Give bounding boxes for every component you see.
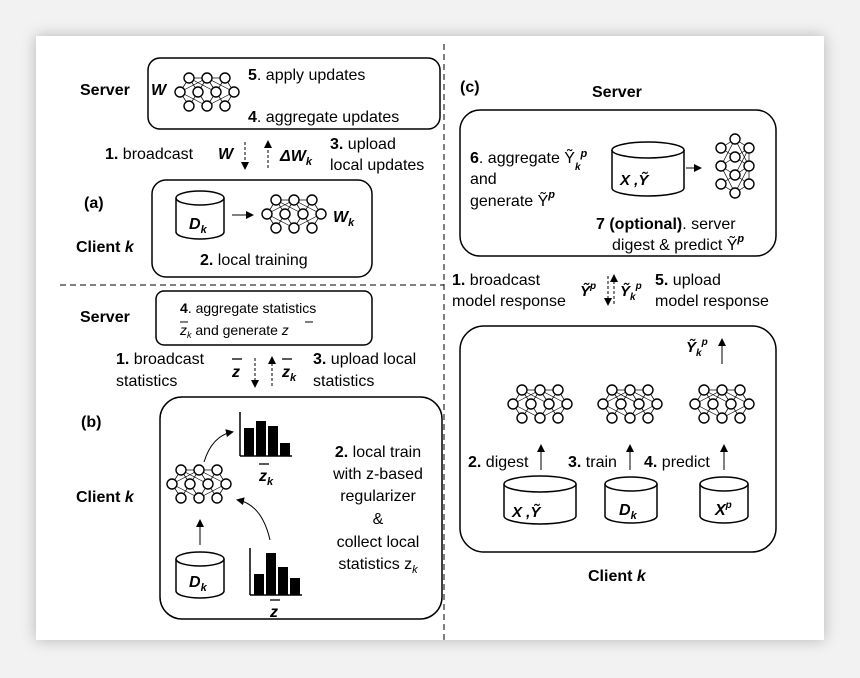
train-step: 3. train [568,454,617,471]
client-weights-symbol: Wk [333,209,355,229]
svg-text:2. local train: 2. local train [335,444,421,461]
histogram-top-label: zk [258,468,274,488]
predict-network-icon [689,384,755,424]
z-bar-symbol: z [231,364,240,381]
client-network-icon [261,194,327,234]
histogram-top [239,412,292,457]
broadcast-step: 1. broadcast [105,146,194,163]
svg-text:Dk: Dk [189,216,208,236]
svg-text:with z-based: with z-based [332,466,423,483]
svg-text:collect local: collect local [337,534,420,551]
local-train-description: 2. local train with z-based regularizer … [332,444,423,576]
upload-response-symbol: Ỹkp [620,281,642,303]
upload-statistics-line1: 3. upload local [313,351,416,368]
panel-a-server-label: Server [80,82,130,99]
panel-b-client-label: Client k [76,489,135,506]
broadcast-weights-symbol: W [218,146,235,163]
svg-text:&: & [373,511,384,528]
digest-network-icon [507,384,573,424]
panel-b-server-box [155,290,373,346]
broadcast-response-line1: 1. broadcast [452,272,541,289]
client-predict-dataset-cylinder: Xp [699,476,749,524]
histogram-bottom [249,548,302,596]
panel-b-server-label: Server [80,309,130,326]
panel-c: (c) Server 6. aggregate Ỹkp and generate… [452,79,777,585]
svg-text:statistics zk: statistics zk [338,556,418,576]
aggregate-response-line3: generate Ỹp [470,189,555,210]
server-public-dataset-cylinder: X ,Ỹ [611,141,685,197]
local-training-step: 2. local training [200,252,308,269]
model-to-histogram-arrow [203,429,234,463]
svg-text:X ,Ỹ: X ,Ỹ [619,171,650,189]
z-k-symbol: zk [281,364,297,384]
aggregate-updates-step: 4. aggregate updates [248,109,399,126]
panel-c-label: (c) [460,79,480,96]
svg-text:regularizer: regularizer [340,488,416,505]
panel-a-client-label: Client k [76,239,135,256]
generate-z-step: zk and generate z [179,322,289,340]
panel-c-client-label: Client k [588,568,647,585]
upload-response-line1: 5. upload [655,272,721,289]
broadcast-response-symbol: Ỹp [580,281,596,300]
upload-statistics-line2: statistics [313,373,374,390]
optional-step-line2: digest & predict Ỹp [612,233,744,254]
digest-step: 2. digest [468,454,529,471]
panel-b-network-icon [166,464,232,504]
train-network-icon [597,384,663,424]
histogram-bottom-label: z [269,604,278,621]
optional-step-line1: 7 (optional). server [596,216,736,233]
panel-c-client-box [459,325,777,553]
apply-updates-step: 5. apply updates [248,67,365,84]
client-private-dataset-cylinder: Dk [604,476,658,524]
panel-b-label: (b) [81,414,101,431]
upload-step-line2: local updates [330,157,424,174]
panel-a-label: (a) [84,195,104,212]
predict-step: 4. predict [644,454,710,471]
aggregate-response-line2: and [470,171,497,188]
aggregate-statistics-step: 4. aggregate statistics [180,300,316,316]
panel-a-server-box [147,57,441,130]
svg-text:Dk: Dk [619,502,638,522]
client-output-symbol: Ỹkp [686,337,708,359]
figure-card [36,36,824,640]
server-weights-symbol: W [151,82,168,99]
broadcast-response-line2: model response [452,293,566,310]
histogram-to-network-arrow [236,497,271,541]
broadcast-statistics-line1: 1. broadcast [116,351,205,368]
server-network-icon [174,72,240,112]
panel-c-server-label: Server [592,84,642,101]
panel-b-dataset-cylinder: Dk [175,551,225,599]
broadcast-statistics-line2: statistics [116,373,177,390]
delta-weights-symbol: ΔWk [279,148,313,168]
upload-response-line2: model response [655,293,769,310]
panel-a-client-box [151,179,373,278]
client-public-dataset-cylinder: X ,Ỹ [503,475,577,525]
panel-a: Server W 5. apply updates 4. aggregate u… [76,57,441,278]
client-dataset-cylinder: Dk [175,190,225,240]
aggregate-response-line1: 6. aggregate Ỹkp [470,147,588,173]
panel-c-server-box [459,109,777,257]
upload-step-line1: 3. upload [330,136,396,153]
svg-text:Dk: Dk [189,574,208,594]
svg-text:Xp: Xp [714,500,732,519]
svg-text:X ,Ỹ: X ,Ỹ [511,503,542,521]
panel-b-client-box [159,396,443,620]
server-network-icon-c [715,133,755,199]
panel-b: Server 4. aggregate statistics zk and ge… [76,290,443,621]
